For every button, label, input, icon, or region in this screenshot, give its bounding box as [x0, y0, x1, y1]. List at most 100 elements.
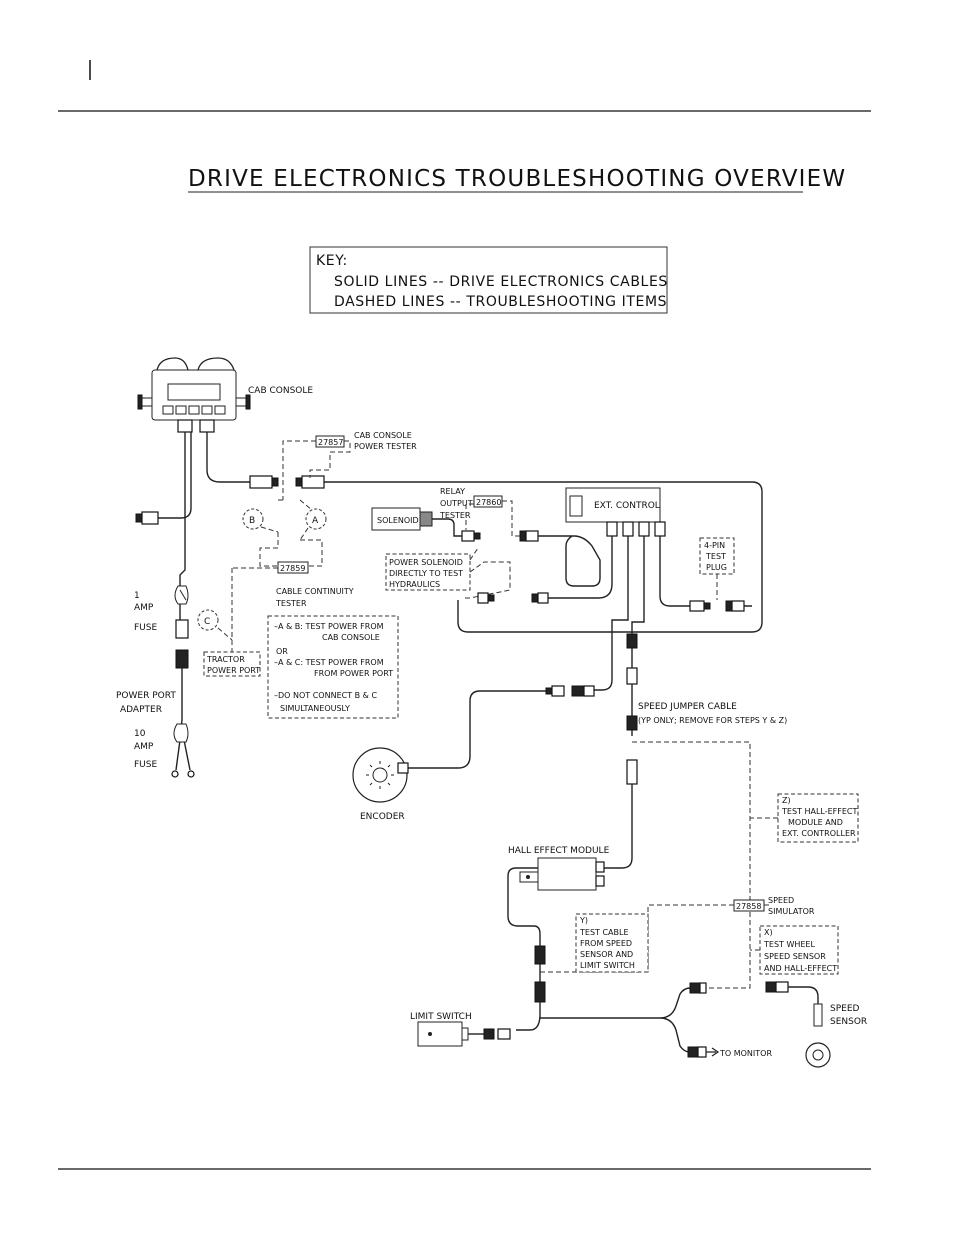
cable-continuity-label-1: CABLE CONTINUITY: [276, 587, 354, 596]
hall-top-connector: [626, 759, 638, 785]
y-test-box: [575, 913, 649, 973]
ext-control: [565, 487, 666, 537]
fuse-10amp-label-1: 10: [134, 729, 146, 739]
four-pin-label-1: 4-PIN: [704, 541, 725, 550]
speed-jumper-label-1: SPEED JUMPER CABLE: [638, 702, 737, 712]
relay-tester-label-1: RELAY: [440, 487, 465, 496]
svg-text:C: C: [204, 617, 210, 627]
tester-27858-num: 27858: [736, 902, 761, 911]
speed-jumper-connector-top: [626, 633, 638, 649]
hall-lower-cable: [507, 867, 541, 946]
relay-tester-label-2: OUTPUT: [440, 499, 473, 508]
fuse-1amp-label-1: 1: [134, 591, 140, 601]
four-pin-label-3: PLUG: [706, 563, 727, 572]
limit-switch-connector: [483, 1028, 511, 1040]
y-label-5: LIMIT SWITCH: [580, 961, 635, 970]
adapter-cable: [175, 668, 191, 771]
hydraulic-cable: [544, 536, 613, 599]
tester-27857-label-2: POWER TESTER: [354, 442, 417, 451]
speed-simulator-label-2: SIMULATOR: [768, 907, 815, 916]
y-label-4: SENSOR AND: [580, 950, 633, 959]
callout-a: A: [305, 508, 327, 530]
relay-tester-connector: [519, 530, 539, 542]
fuse-10amp-label-2: AMP: [134, 742, 154, 752]
speed-jumper-label-2: (YP ONLY; REMOVE FOR STEPS Y & Z): [638, 716, 787, 725]
svg-text:A: A: [312, 516, 319, 526]
fuse-1amp-label-2: AMP: [134, 603, 154, 613]
encoder: [352, 747, 409, 803]
hall-upper-cable: [604, 784, 633, 869]
power-solenoid-leads: [462, 547, 511, 599]
cable-continuity-label-2: TESTER: [275, 599, 307, 608]
monitor-connector: [687, 1046, 707, 1058]
z-test-box: [777, 793, 859, 843]
ring-terminal-1: [171, 770, 179, 778]
cab-console: [137, 357, 251, 433]
limit-switch-label: LIMIT SWITCH: [410, 1012, 472, 1022]
tester-27860-num: 27860: [476, 498, 501, 507]
z-label-4: EXT. CONTROLLER: [782, 829, 856, 838]
power-port-adapter-label-1: POWER PORT: [116, 691, 176, 701]
fuse-10amp: [173, 723, 189, 743]
speed-sensor-connector: [765, 981, 789, 993]
to-monitor-label: TO MONITOR: [719, 1049, 772, 1058]
relay-tester-label-3: TESTER: [439, 511, 471, 520]
power-solenoid-label-1: POWER SOLENOID: [389, 558, 463, 567]
encoder-trunk-cable: [594, 536, 629, 691]
note-or: OR: [276, 647, 288, 656]
aux-connector: [135, 511, 159, 525]
tractor-power-port-label-1: TRACTOR: [206, 655, 245, 664]
speed-trunk-cable: [631, 536, 645, 634]
relay-cable: [538, 535, 601, 587]
loop-plug: [725, 600, 745, 612]
switch-branch-connector: [534, 981, 546, 1003]
callout-c: C: [197, 609, 219, 631]
speed-sensor-branch-connector: [689, 982, 707, 994]
tester-27857-leads: [276, 440, 351, 501]
z-label-1: Z): [782, 796, 791, 805]
callout-leads: [217, 499, 323, 652]
x-label-2: TEST WHEEL: [763, 940, 815, 949]
limit-switch: [417, 1021, 469, 1047]
tractor-power-port-label-2: POWER PORT: [207, 666, 260, 675]
fuse-1amp: [174, 585, 189, 605]
tester-27859-num: 27859: [280, 564, 305, 573]
power-solenoid-label-2: DIRECTLY TO TEST: [389, 569, 463, 578]
tractor-power-port-box: [203, 651, 261, 677]
four-pin-cable: [659, 536, 690, 607]
tester-notes-box: [267, 615, 399, 719]
page-title: DRIVE ELECTRONICS TROUBLESHOOTING OVERVI…: [188, 166, 846, 192]
power-connector-upper: [175, 619, 189, 639]
main-loop-cable: [324, 481, 763, 633]
z-test-leads: [632, 741, 778, 989]
key-dashed-lines: DASHED LINES -- TROUBLESHOOTING ITEMS: [334, 294, 667, 310]
y-label-2: TEST CABLE: [579, 928, 629, 937]
tester-27857-label-1: CAB CONSOLE: [354, 431, 412, 440]
z-label-3: MODULE AND: [788, 818, 843, 827]
x-label-4: AND HALL-EFFECT: [764, 964, 837, 973]
power-solenoid-label-3: HYDRAULICS: [389, 580, 440, 589]
ext-control-label: EXT. CONTROL: [594, 501, 660, 511]
hydraulic-connector: [477, 592, 495, 604]
hall-effect-module: [519, 857, 605, 891]
power-connector-lower: [175, 649, 189, 669]
encoder-cable: [400, 690, 546, 769]
four-pin-plug: [689, 600, 711, 612]
speed-jumper-connector-bot: [626, 715, 638, 731]
solenoid: [371, 507, 433, 531]
power-port-adapter-label-2: ADAPTER: [120, 705, 162, 715]
encoder-label: ENCODER: [360, 812, 405, 822]
console-aux-cable: [158, 432, 192, 519]
callout-b: B: [242, 508, 264, 530]
fuse-10amp-label-3: FUSE: [134, 760, 157, 770]
fuse-1amp-label-3: FUSE: [134, 623, 157, 633]
y-label-1: Y): [579, 916, 588, 925]
speed-sensor: [805, 1003, 831, 1068]
solenoid-label: SOLENOID: [377, 516, 419, 525]
note-ac-2: FROM POWER PORT: [314, 669, 393, 678]
encoder-connectors: [545, 685, 595, 697]
four-pin-test-box: [699, 537, 735, 575]
speed-sensor-cable: [788, 986, 819, 1004]
key-heading: KEY:: [316, 253, 348, 269]
